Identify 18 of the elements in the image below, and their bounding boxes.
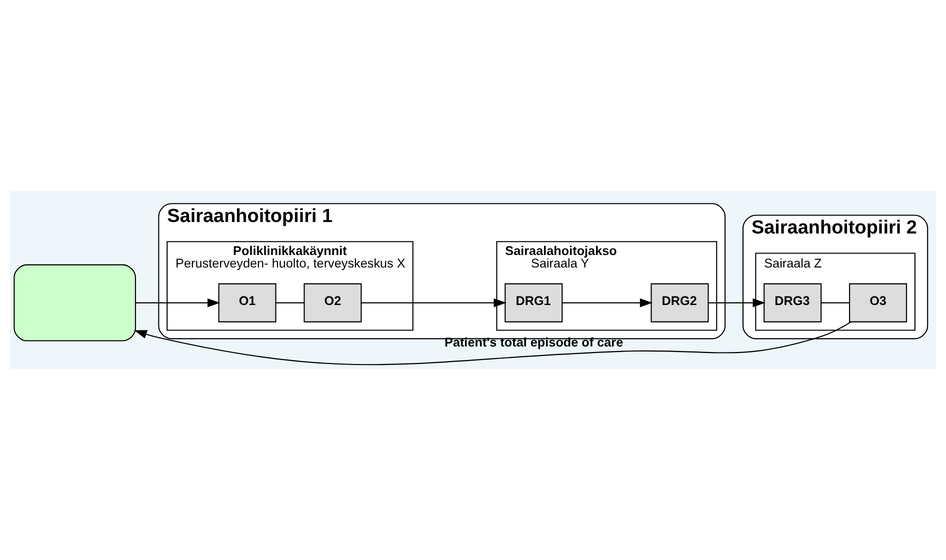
arrow	[708, 298, 766, 308]
node-box: DRG3	[764, 283, 822, 322]
node-label: Sairaala Z	[764, 256, 822, 271]
node-box: O1	[218, 283, 276, 322]
node-box	[14, 264, 136, 342]
arrow	[136, 298, 220, 308]
node-label: Perusterveyden- huolto, terveyskeskus X	[176, 256, 406, 271]
node-box: O2	[304, 283, 362, 322]
node-box: DRG1	[504, 283, 563, 322]
arrow	[361, 298, 506, 308]
cluster	[755, 252, 916, 331]
node-box: O3	[849, 283, 908, 322]
node-box: DRG2	[650, 283, 709, 322]
arrow	[562, 298, 653, 308]
connector	[276, 302, 304, 304]
connector	[821, 302, 850, 304]
node-label: Sairaala Y	[531, 256, 590, 271]
arrow	[134, 321, 852, 366]
